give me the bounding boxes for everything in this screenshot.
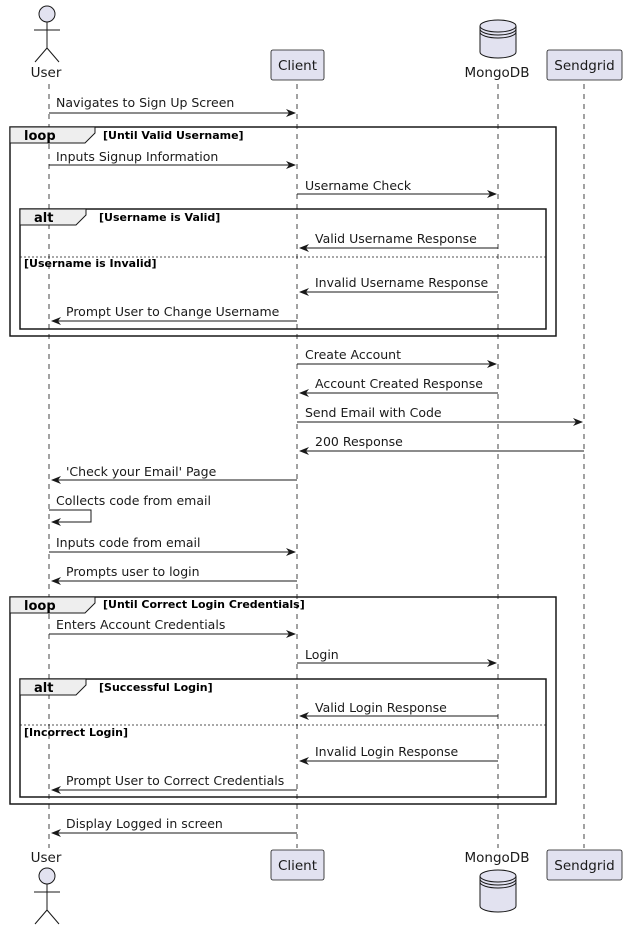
message-label: Valid Login Response bbox=[315, 700, 447, 715]
message-16: Login bbox=[297, 647, 497, 667]
alt-fragment-username: alt [Username is Valid] [Username is Inv… bbox=[19, 208, 547, 330]
database-icon bbox=[479, 19, 517, 59]
participant-sendgrid-top: Sendgrid bbox=[546, 49, 623, 81]
participant-label-client: Client bbox=[278, 858, 317, 874]
participants-top: User Client MongoDB Sendgrid bbox=[31, 5, 623, 81]
participant-label-user: User bbox=[31, 65, 62, 81]
lifelines bbox=[48, 84, 585, 848]
message-8: Account Created Response bbox=[299, 376, 498, 397]
message-13: Inputs code from email bbox=[49, 535, 296, 556]
message-label: Create Account bbox=[305, 347, 401, 362]
message-label: Valid Username Response bbox=[315, 231, 477, 246]
message-9: Send Email with Code bbox=[297, 405, 583, 426]
message-label: Login bbox=[305, 647, 339, 662]
message-11: 'Check your Email' Page bbox=[51, 464, 297, 484]
message-label: 200 Response bbox=[315, 434, 403, 449]
participant-sendgrid-bottom: Sendgrid bbox=[546, 849, 623, 881]
participant-label-user: User bbox=[31, 850, 62, 866]
message-12-self: Collects code from email bbox=[49, 493, 211, 526]
message-3: Username Check bbox=[297, 178, 497, 198]
message-label: Invalid Username Response bbox=[315, 275, 489, 290]
message-label: Collects code from email bbox=[56, 493, 211, 508]
fragment-keyword: alt bbox=[34, 681, 53, 696]
message-14: Prompts user to login bbox=[51, 564, 297, 585]
else-guard: [Username is Invalid] bbox=[24, 257, 157, 270]
messages: Navigates to Sign Up Screen Inputs Signu… bbox=[49, 95, 584, 837]
fragment-keyword: alt bbox=[34, 211, 53, 226]
message-label: Navigates to Sign Up Screen bbox=[56, 95, 234, 110]
fragment-guard: [Username is Valid] bbox=[99, 211, 220, 224]
message-7: Create Account bbox=[297, 347, 497, 368]
message-label: Display Logged in screen bbox=[66, 816, 223, 831]
message-label: Prompts user to login bbox=[66, 564, 200, 579]
message-label: Username Check bbox=[305, 178, 412, 193]
database-icon bbox=[479, 869, 517, 913]
participant-label-client: Client bbox=[278, 58, 317, 74]
fragment-guard: [Until Valid Username] bbox=[103, 129, 244, 142]
message-label: Prompt User to Change Username bbox=[66, 304, 280, 319]
fragment-keyword: loop bbox=[24, 129, 56, 144]
participant-label-mongodb: MongoDB bbox=[465, 65, 530, 81]
message-label: Inputs code from email bbox=[56, 535, 201, 550]
message-label: Send Email with Code bbox=[305, 405, 442, 420]
loop-fragment-login: loop [Until Correct Login Credentials] bbox=[9, 596, 557, 805]
message-10: 200 Response bbox=[299, 434, 584, 455]
message-label: Invalid Login Response bbox=[315, 744, 459, 759]
message-18: Invalid Login Response bbox=[299, 744, 498, 765]
fragment-guard: [Successful Login] bbox=[99, 681, 213, 694]
message-17: Valid Login Response bbox=[299, 700, 498, 720]
participant-mongodb-bottom: MongoDB bbox=[465, 850, 530, 913]
message-label: Account Created Response bbox=[315, 376, 483, 391]
message-label: Enters Account Credentials bbox=[56, 617, 225, 632]
fragment-keyword: loop bbox=[24, 599, 56, 614]
message-6: Prompt User to Change Username bbox=[51, 304, 297, 325]
message-label: 'Check your Email' Page bbox=[66, 464, 217, 479]
message-4: Valid Username Response bbox=[299, 231, 498, 252]
actor-user-bottom: User bbox=[31, 850, 62, 925]
message-label: Inputs Signup Information bbox=[56, 149, 218, 164]
participant-label-sendgrid: Sendgrid bbox=[554, 858, 614, 874]
loop-fragment-username: loop [Until Valid Username] bbox=[9, 126, 557, 337]
actor-user-top: User bbox=[31, 5, 62, 81]
participant-label-sendgrid: Sendgrid bbox=[554, 58, 614, 74]
participant-client-bottom: Client bbox=[270, 849, 325, 881]
participant-mongodb-top: MongoDB bbox=[465, 19, 530, 81]
participant-client-top: Client bbox=[270, 49, 325, 81]
else-guard: [Incorrect Login] bbox=[24, 726, 128, 739]
alt-fragment-login: alt [Successful Login] [Incorrect Login] bbox=[19, 678, 547, 798]
message-1: Navigates to Sign Up Screen bbox=[49, 95, 296, 117]
message-5: Invalid Username Response bbox=[299, 275, 498, 296]
fragment-guard: [Until Correct Login Credentials] bbox=[103, 598, 305, 611]
message-label: Prompt User to Correct Credentials bbox=[66, 773, 284, 788]
message-2: Inputs Signup Information bbox=[49, 149, 296, 169]
participant-label-mongodb: MongoDB bbox=[465, 850, 530, 866]
participants-bottom: User Client MongoDB Sendgrid bbox=[31, 849, 623, 925]
message-15: Enters Account Credentials bbox=[49, 617, 296, 638]
actor-icon bbox=[34, 5, 60, 63]
actor-icon bbox=[34, 867, 60, 925]
message-19: Prompt User to Correct Credentials bbox=[51, 773, 297, 794]
message-20: Display Logged in screen bbox=[51, 816, 297, 837]
